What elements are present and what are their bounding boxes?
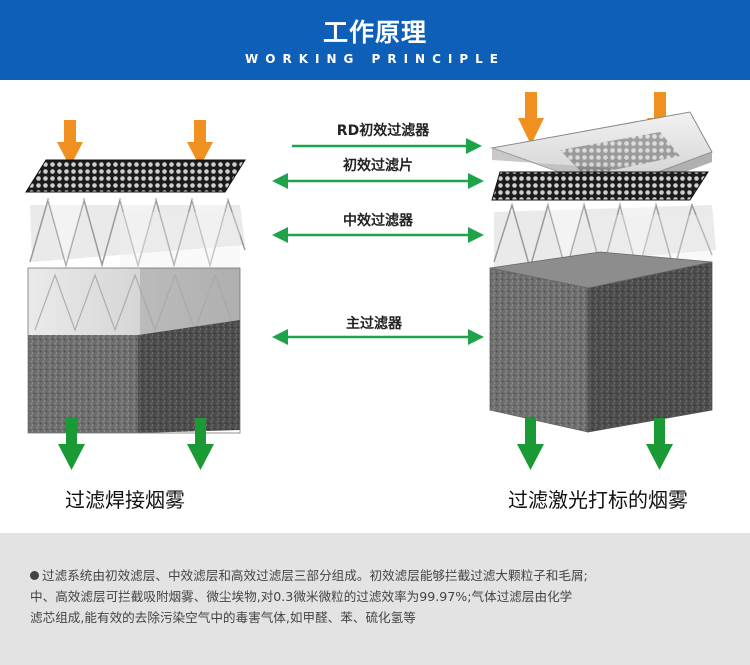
caption-laser-fumes: 过滤激光打标的烟雾 (508, 488, 688, 512)
primary-mesh-plate-right (491, 171, 709, 201)
arrow-in-left-1 (57, 120, 83, 167)
arrow-out-right-2 (646, 418, 673, 470)
description-panel: 过滤系统由初效滤层、中效滤层和高效过滤层三部分组成。初效滤层能够拦截过滤大颗粒子… (0, 533, 750, 665)
label-medium-filter: 中效过滤器 (343, 212, 414, 229)
main-filter-block (27, 267, 241, 434)
arrow-out-left-2 (187, 418, 214, 470)
label-rd-filter: RD初效过滤器 (337, 122, 430, 139)
arrow-in-right-1 (518, 92, 544, 145)
description-text: 过滤系统由初效滤层、中效滤层和高效过滤层三部分组成。初效滤层能够拦截过滤大颗粒子… (30, 565, 720, 628)
pleated-medium-filter (29, 197, 246, 272)
filter-diagram: RD初效过滤器 初效过滤片 中效过滤器 主过滤器 (25, 92, 716, 470)
primary-mesh-plate (25, 159, 246, 193)
arrow-in-left-2 (187, 120, 213, 167)
arrow-out-right-1 (517, 418, 544, 470)
connector-main: 主过滤器 (272, 315, 484, 345)
description-line-1: 过滤系统由初效滤层、中效滤层和高效过滤层三部分组成。初效滤层能够拦截过滤大颗粒子… (30, 565, 720, 586)
connector-medium: 中效过滤器 (272, 212, 484, 243)
right-filter-stack (489, 92, 716, 470)
page-subtitle: WORKING PRINCIPLE (245, 52, 505, 66)
label-primary-filter: 初效过滤片 (343, 157, 413, 174)
description-line-3: 滤芯组成,能有效的去除污染空气中的毒害气体,如甲醛、苯、硫化氢等 (30, 610, 416, 625)
label-main-filter: 主过滤器 (346, 315, 403, 332)
connector-rd: RD初效过滤器 (292, 122, 482, 154)
page-title: 工作原理 (322, 18, 427, 47)
bullet-icon (30, 571, 39, 580)
left-filter-stack (25, 120, 246, 470)
arrow-out-left-1 (58, 418, 85, 470)
caption-welding-fumes: 过滤焊接烟雾 (65, 488, 185, 512)
main-filter-block-right (489, 251, 713, 433)
connector-primary: 初效过滤片 (272, 157, 484, 189)
header-banner: 工作原理 WORKING PRINCIPLE (0, 0, 750, 80)
description-line-2: 中、高效滤层可拦截吸附烟雾、微尘埃物,对0.3微米微粒的过滤效率为99.97%;… (30, 589, 573, 604)
